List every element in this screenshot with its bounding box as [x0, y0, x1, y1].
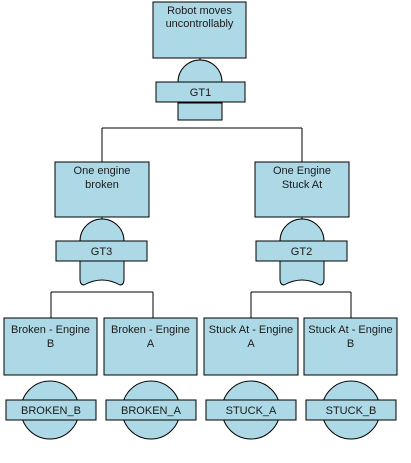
- event-label-line2: A: [247, 338, 255, 350]
- basic-event-label-box: [305, 399, 397, 421]
- basic-event-label: STUCK_B: [326, 405, 377, 417]
- event-label-line1: Robot moves: [167, 5, 232, 17]
- gate-gt3[interactable]: GT3: [55, 218, 148, 286]
- basic-event-broken-b[interactable]: BROKEN_B: [5, 380, 97, 440]
- gate-label: GT3: [91, 246, 112, 258]
- event-box: [152, 1, 247, 59]
- basic-event-broken-a[interactable]: BROKEN_A: [105, 380, 197, 440]
- gate-dome-icon: [79, 218, 125, 242]
- event-box: [54, 161, 150, 218]
- event-label-line2: Stuck At: [282, 179, 322, 191]
- event-label-line1: One Engine: [273, 165, 331, 177]
- event-right[interactable]: One Engine Stuck At: [254, 161, 350, 218]
- gate-label-box: [55, 240, 148, 262]
- basic-event-label: STUCK_A: [226, 405, 277, 417]
- basic-event-label: BROKEN_B: [21, 405, 81, 417]
- event-box: [103, 317, 198, 376]
- event-broken-b[interactable]: Broken - Engine B: [3, 317, 98, 376]
- event-label-line1: Stuck At - Engine: [308, 324, 392, 336]
- event-label-line1: Stuck At - Engine: [209, 324, 293, 336]
- event-label-line2: A: [147, 338, 155, 350]
- event-box: [254, 161, 350, 218]
- event-stuck-a[interactable]: Stuck At - Engine A: [203, 317, 299, 376]
- event-label-line2: uncontrollably: [166, 18, 234, 30]
- event-label-line2: broken: [85, 179, 119, 191]
- gate-label: GT1: [190, 87, 211, 99]
- basic-event-label-box: [105, 399, 197, 421]
- basic-event-stuck-a[interactable]: STUCK_A: [205, 380, 297, 440]
- event-label-line1: One engine: [74, 165, 131, 177]
- event-box: [203, 317, 299, 376]
- event-top[interactable]: Robot moves uncontrollably: [152, 1, 247, 59]
- gate-gt2[interactable]: GT2: [255, 218, 348, 286]
- gate-label: GT2: [291, 246, 312, 258]
- event-stuck-b[interactable]: Stuck At - Engine B: [303, 317, 398, 376]
- gate-dome-icon: [279, 218, 325, 242]
- event-left[interactable]: One engine broken: [54, 161, 150, 218]
- event-label-line1: Broken - Engine: [11, 324, 90, 336]
- gate-base: [279, 260, 325, 286]
- gate-base: [177, 102, 223, 121]
- event-label-line2: B: [347, 338, 354, 350]
- gate-label-box: [155, 81, 246, 103]
- gate-label-box: [255, 240, 348, 262]
- gate-base: [79, 260, 125, 286]
- basic-event-stuck-b[interactable]: STUCK_B: [305, 380, 397, 440]
- basic-event-label: BROKEN_A: [121, 405, 182, 417]
- event-box: [303, 317, 398, 376]
- gate-gt1[interactable]: GT1: [155, 58, 246, 121]
- basic-event-label-box: [205, 399, 297, 421]
- basic-event-label-box: [5, 399, 97, 421]
- event-box: [3, 317, 98, 376]
- event-label-line1: Broken - Engine: [111, 324, 190, 336]
- event-label-line2: B: [47, 338, 54, 350]
- event-broken-a[interactable]: Broken - Engine A: [103, 317, 198, 376]
- or-gate-icon: [177, 59, 223, 83]
